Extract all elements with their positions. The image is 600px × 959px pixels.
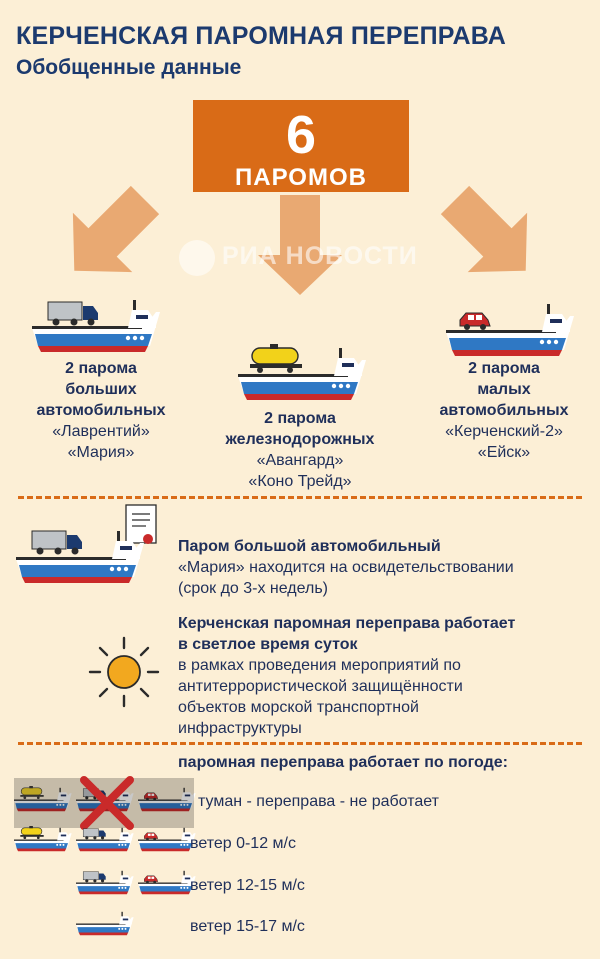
group-small-name1: «Керченский-2» bbox=[445, 423, 563, 440]
divider-1 bbox=[18, 496, 582, 499]
watermark-logo bbox=[179, 240, 215, 276]
group-small-name2: «Ейск» bbox=[477, 444, 531, 461]
group-large-name2: «Мария» bbox=[67, 444, 135, 461]
arrow-left bbox=[44, 170, 175, 301]
group-large: 2 парома больших автомобильных «Лавренти… bbox=[12, 358, 190, 463]
daylight-line2: антитеррористической защищённости bbox=[178, 678, 463, 695]
inspection-note: Паром большой автомобильный «Мария» нахо… bbox=[178, 536, 588, 599]
group-rail-name1: «Авангард» bbox=[256, 452, 344, 469]
total-ferries-box: 6 ПАРОМОВ bbox=[193, 100, 409, 192]
ship-rail-icon bbox=[238, 343, 366, 400]
arrow-right bbox=[425, 170, 556, 301]
weather-heading: паромная переправа работает по погоде: bbox=[178, 754, 508, 771]
daylight-note: Керченская паромная переправа работает в… bbox=[178, 613, 588, 739]
group-small-type1: малых bbox=[477, 381, 531, 398]
weather-row-wind-0-12: ветер 0-12 м/с bbox=[190, 835, 296, 852]
group-large-name1: «Лаврентий» bbox=[52, 423, 150, 440]
ship-large-icon bbox=[32, 300, 160, 352]
group-small-type2: автомобильных bbox=[439, 402, 569, 419]
sun-icon bbox=[88, 636, 160, 708]
group-rail-count: 2 парома bbox=[264, 410, 336, 427]
daylight-line1: в рамках проведения мероприятий по bbox=[178, 657, 461, 674]
daylight-heading2: в светлое время суток bbox=[178, 636, 358, 653]
watermark-text: РИА НОВОСТИ bbox=[222, 242, 418, 270]
group-small: 2 парома малых автомобильных «Керченский… bbox=[416, 358, 592, 463]
group-rail-type: железнодорожных bbox=[225, 431, 375, 448]
group-large-count: 2 парома bbox=[65, 360, 137, 377]
page-title: КЕРЧЕНСКАЯ ПАРОМНАЯ ПЕРЕПРАВА bbox=[16, 22, 507, 50]
inspection-line1: «Мария» находится на освидетельствовании bbox=[178, 559, 514, 576]
page-subtitle: Обобщенные данные bbox=[16, 56, 242, 79]
weather-fog-icon bbox=[14, 776, 196, 830]
group-rail: 2 парома железнодорожных «Авангард» «Кон… bbox=[204, 408, 396, 492]
weather-wind-0-12-icon bbox=[14, 825, 196, 852]
group-rail-name2: «Коно Трейд» bbox=[248, 473, 352, 490]
ship-small-icon bbox=[446, 304, 574, 356]
weather-row-wind-15-17: ветер 15-17 м/с bbox=[190, 918, 305, 935]
daylight-line4: инфраструктуры bbox=[178, 720, 302, 737]
group-large-type2: автомобильных bbox=[36, 402, 166, 419]
daylight-heading1: Керченская паромная переправа работает bbox=[178, 615, 516, 632]
group-large-type1: больших bbox=[65, 381, 137, 398]
weather-row-wind-12-15: ветер 12-15 м/с bbox=[190, 877, 305, 894]
group-small-count: 2 парома bbox=[468, 360, 540, 377]
ferry-inspection-icon bbox=[16, 504, 157, 583]
daylight-line3: объектов морской транспортной bbox=[178, 699, 419, 716]
weather-wind-12-15-icon bbox=[76, 870, 196, 895]
weather-row-fog: туман - переправа - не работает bbox=[198, 793, 439, 810]
inspection-line2: (срок до 3-х недель) bbox=[178, 580, 329, 597]
inspection-heading: Паром большой автомобильный bbox=[178, 538, 441, 555]
arrows bbox=[44, 170, 556, 301]
total-number: 6 bbox=[285, 105, 317, 165]
weather-wind-15-17-icon bbox=[76, 911, 134, 936]
divider-2 bbox=[18, 742, 582, 745]
total-label: ПАРОМОВ bbox=[235, 164, 367, 191]
